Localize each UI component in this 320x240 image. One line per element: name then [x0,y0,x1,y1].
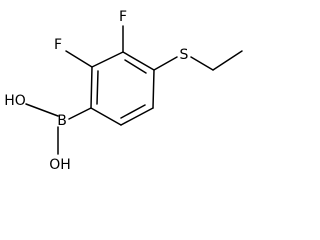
fluorine-top-label: F [119,9,127,25]
ring-bond-lower-right [120,107,154,126]
bond-c-f-left [65,50,93,68]
fluorine-left-label: F [54,37,62,53]
bond-c-b [68,107,92,120]
atom-labels: F F S B HO OH [4,9,188,173]
ring-double-bond-upper-right [124,59,147,74]
bond-b-oh-upper [25,103,59,117]
ring-bond-lower-left [90,107,122,126]
ring-double-bond-lower [120,104,146,119]
ring-bond-left [90,66,93,109]
benzene-ring [90,51,155,126]
substituent-bonds [25,25,243,155]
chemical-structure: F F S B HO OH [4,9,243,173]
bond-c-s [153,56,178,71]
hydroxyl-lower-label: OH [49,157,71,173]
bond-ch2-ch3 [212,50,243,71]
ring-bond-top [91,51,124,68]
ring-bond-right [152,69,155,109]
boron-label: B [57,113,67,129]
bond-s-ch2 [190,56,214,71]
ring-bond-upper-right [122,51,155,71]
sulfur-label: S [180,47,189,63]
ring-double-bond-left [96,70,99,105]
hydroxyl-upper-label: HO [4,93,26,109]
